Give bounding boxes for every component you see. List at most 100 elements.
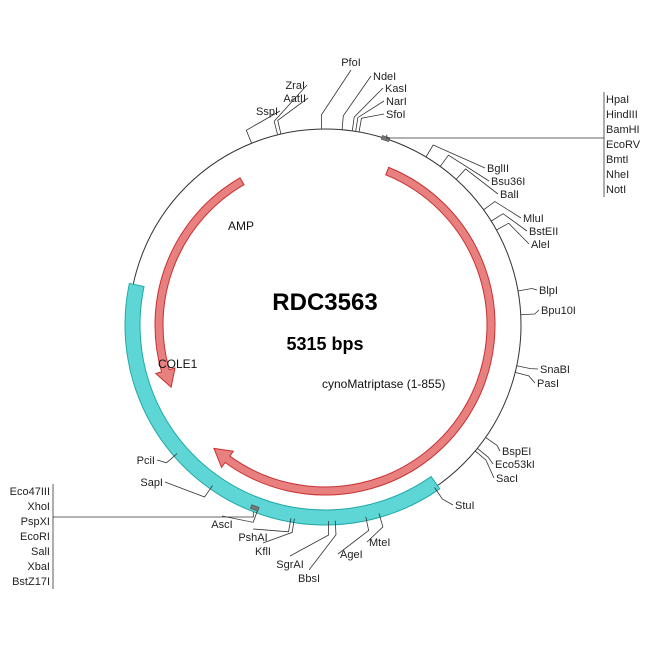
site-leader xyxy=(439,154,490,182)
site-label: SapI xyxy=(140,477,163,489)
site-leader xyxy=(273,84,308,135)
site-pfoi[interactable]: PfoI xyxy=(320,57,361,130)
site-mlui[interactable]: MluI xyxy=(483,201,544,225)
site-label: SnaBI xyxy=(540,364,570,376)
site-sfoi[interactable]: SfoI xyxy=(358,109,406,133)
site-label: Bpu10I xyxy=(541,305,576,317)
feature-amp[interactable]: AMP xyxy=(154,177,254,389)
site-group-label: SalI xyxy=(31,546,50,558)
site-leader xyxy=(252,517,292,533)
site-pasi[interactable]: PasI xyxy=(515,372,559,390)
site-bbsi[interactable]: BbsI xyxy=(298,520,337,585)
site-label: PasI xyxy=(537,378,559,390)
feature-cynomatriptase-1-855[interactable]: cynoMatriptase (1-855) xyxy=(213,166,496,496)
site-label: StuI xyxy=(455,500,475,512)
site-stui[interactable]: StuI xyxy=(434,487,475,512)
site-leader xyxy=(341,75,372,130)
site-group-label: NheI xyxy=(606,169,629,181)
site-asci[interactable]: AscI xyxy=(211,509,259,531)
site-kfli[interactable]: KflI xyxy=(255,518,295,558)
site-label: SfoI xyxy=(386,109,406,121)
site-leader xyxy=(308,520,337,571)
site-leader xyxy=(221,509,259,523)
restriction-sites-layer: PfoINdeIKasINarISfoIZraIAatIISspIBglIIBs… xyxy=(137,57,576,585)
site-label: KasI xyxy=(385,83,407,95)
site-leader xyxy=(156,453,178,464)
site-group-label: PspXI xyxy=(21,516,50,528)
site-blpi[interactable]: BlpI xyxy=(517,285,558,297)
site-group-label: NotI xyxy=(606,184,626,196)
site-group-label: BmtI xyxy=(606,154,629,166)
site-leader xyxy=(515,372,536,384)
site-group-marker xyxy=(249,504,260,512)
site-group-label: Eco47III xyxy=(10,486,50,498)
site-pshai[interactable]: PshAI xyxy=(238,517,292,544)
site-alei[interactable]: AleI xyxy=(496,222,550,251)
site-leader xyxy=(164,481,213,498)
site-label: MluI xyxy=(523,213,544,225)
feature-label: cynoMatriptase (1-855) xyxy=(322,377,445,391)
site-ndei[interactable]: NdeI xyxy=(341,71,396,130)
site-label: PfoI xyxy=(341,57,361,69)
site-bpu10i[interactable]: Bpu10I xyxy=(520,305,576,317)
site-leader xyxy=(425,144,486,169)
feature-label: AMP xyxy=(228,219,254,233)
site-leader xyxy=(289,520,330,557)
plasmid-length: 5315 bps xyxy=(286,334,363,354)
site-label: BglII xyxy=(487,163,509,175)
site-group-leader xyxy=(53,511,254,518)
site-sspi[interactable]: SspI xyxy=(245,106,281,144)
features-layer: AMP cynoMatriptase (1-855) COLE1 xyxy=(124,166,496,526)
plasmid-name: RDC3563 xyxy=(272,289,377,316)
site-leader xyxy=(434,487,454,506)
site-leader xyxy=(496,222,530,245)
site-bspei[interactable]: BspEI xyxy=(485,437,532,458)
site-eco53ki[interactable]: Eco53kI xyxy=(477,448,535,471)
site-sgrai[interactable]: SgrAI xyxy=(276,520,330,571)
site-leader xyxy=(262,518,295,544)
site-kasi[interactable]: KasI xyxy=(351,83,407,131)
site-snabi[interactable]: SnaBI xyxy=(516,364,570,376)
site-leader xyxy=(477,448,494,465)
site-group-label: HpaI xyxy=(606,94,629,106)
site-bglii[interactable]: BglII xyxy=(425,144,509,175)
site-bsu36i[interactable]: Bsu36I xyxy=(439,154,525,188)
site-label: AscI xyxy=(211,519,232,531)
site-label: BspEI xyxy=(502,446,531,458)
site-pcii[interactable]: PciI xyxy=(137,453,178,467)
site-leader xyxy=(517,288,538,292)
site-label: Eco53kI xyxy=(495,459,535,471)
site-leader xyxy=(491,213,528,232)
site-group-label: XhoI xyxy=(27,501,50,513)
site-leader xyxy=(485,437,501,452)
site-label: SspI xyxy=(256,106,278,118)
site-leader xyxy=(483,201,522,219)
site-saci[interactable]: SacI xyxy=(474,450,518,485)
site-label: Bsu36I xyxy=(491,176,525,188)
site-label: AatII xyxy=(283,93,306,105)
feature-label: COLE1 xyxy=(158,357,198,371)
site-leader xyxy=(351,87,384,131)
feature-arrow xyxy=(154,177,245,389)
site-agei[interactable]: AgeI xyxy=(337,516,370,561)
site-aatii[interactable]: AatII xyxy=(277,93,309,135)
site-label: SgrAI xyxy=(276,559,304,571)
site-nari[interactable]: NarI xyxy=(355,96,407,132)
site-leader xyxy=(520,309,540,316)
site-leader xyxy=(277,97,309,135)
site-leader xyxy=(366,513,384,543)
site-mtei[interactable]: MteI xyxy=(366,513,390,549)
site-group-label: XbaI xyxy=(27,561,50,573)
site-label: BstEII xyxy=(529,226,558,238)
site-leader xyxy=(455,168,499,195)
site-leader xyxy=(320,69,352,130)
site-leader xyxy=(516,365,539,370)
site-bali[interactable]: BalI xyxy=(455,168,519,201)
site-label: NdeI xyxy=(373,71,396,83)
site-bsteii[interactable]: BstEII xyxy=(491,213,558,238)
site-label: PciI xyxy=(137,455,155,467)
site-sapi[interactable]: SapI xyxy=(140,477,213,498)
site-zrai[interactable]: ZraI xyxy=(273,80,308,135)
